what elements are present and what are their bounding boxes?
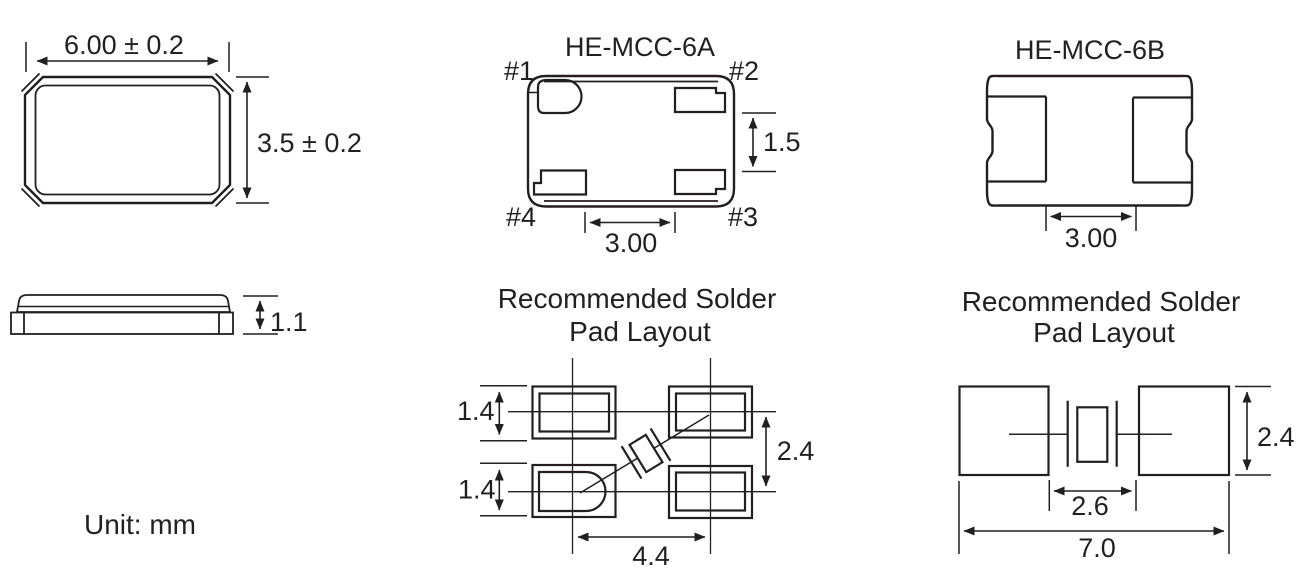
mcc6a-pad1-dshape [536,78,583,115]
crystal-symbol-plates-6b [1066,400,1118,467]
he-mcc-6b-view: HE-MCC-6B 3.00 [985,35,1194,253]
unit-note: Unit: mm [84,509,196,540]
top-view-height-dimension-label: 3.5 ± 0.2 [257,128,362,158]
mcc6b-right-pad [1131,96,1192,184]
solder-pad-topleft-inner [538,392,611,433]
height-extension-lines [236,76,269,204]
he-mcc-6a-view: HE-MCC-6A #1 #2 #3 #4 1.5 3.00 [504,32,801,258]
mcc6a-pin3-label: #3 [728,202,758,232]
mcc6b-pad-gap-ticks [1048,480,1137,511]
column-pitch-label: 4.4 [632,541,670,571]
mcc6b-pad-gap-label: 2.6 [1071,491,1109,521]
pad-height-bottom-extension-lines [480,462,527,517]
mcc6a-pad3 [673,168,727,196]
mcc6b-left-pad [987,95,1048,183]
pad-height-top-extension-lines [480,384,527,442]
mcc6a-pin1-label: #1 [504,56,534,86]
mcc6a-package-outline [526,74,736,208]
package-top-view: 6.00 ± 0.2 3.5 ± 0.2 [20,30,362,208]
mcc6b-pad-height-extension-lines [1235,385,1271,476]
crystal-symbol-plates [620,427,672,480]
width-extension-lines [25,42,230,72]
mcc6b-gap-ticks [1045,206,1137,231]
mcc6a-solder-title-line2: Pad Layout [569,316,711,347]
row-pitch-label: 2.4 [777,436,815,466]
solder-pad-topright-outer [667,385,754,439]
mcc6a-solder-title-line1: Recommended Solder [498,283,777,314]
solder-pad-height-top-label: 1.4 [457,396,495,426]
mcc6b-solder-title-line2: Pad Layout [1033,317,1175,348]
thickness-extension-lines [243,295,278,335]
solder-pad-topright-inner [674,392,747,432]
mcc6a-pitch-label: 3.00 [605,228,658,258]
crystal-symbol-body-6b [1076,406,1109,463]
solder-pad-bottomright-outer [667,464,754,520]
mcc6b-solder-pad-left [958,385,1050,477]
mcc6b-overall-width-ticks [958,481,1230,554]
mcc6a-pad-width-extension-lines [742,112,776,173]
solder-pad-bottomright-inner [674,471,747,512]
solder-pad-topleft-outer [531,385,617,440]
package-body-outline [23,75,232,205]
mcc6a-pitch-ticks [584,212,676,233]
crystal-symbol-body [628,433,664,474]
mcc6a-pin2-label: #2 [729,56,759,86]
mcc6b-solder-pad-layout: Recommended Solder Pad Layout 2.4 2.6 7.… [958,286,1295,563]
crystal-schematic-symbol [620,427,672,480]
mcc6a-pad4 [532,169,588,196]
package-side-view: 1.1 [10,294,308,337]
solder-pad-bottomleft-inner-dshape [537,470,607,513]
top-view-width-dimension-label: 6.00 ± 0.2 [64,30,184,60]
side-view-base [10,311,234,335]
mcc6a-pin4-label: #4 [506,202,536,232]
mcc6b-overall-width-label: 7.0 [1078,533,1116,563]
he-mcc-6a-title: HE-MCC-6A [565,32,715,62]
side-view-end-terminals [23,312,220,334]
mcc6a-solder-pad-layout: Recommended Solder Pad Layout 1.4 1.4 2.… [457,283,814,571]
solder-pad-height-bottom-label: 1.4 [458,475,496,505]
mcc6b-gap-label: 3.00 [1065,223,1118,253]
mcc6a-solder-centerlines [508,358,776,554]
mcc6b-pad-height-label: 2.4 [1257,422,1295,452]
mcc6a-pad-width-label: 1.5 [763,127,801,157]
package-lid-outline [34,84,221,196]
solder-pad-bottomleft-outer [531,463,617,519]
mcc6b-solder-title-line1: Recommended Solder [962,286,1241,317]
mcc6a-inner-edge-lines [544,80,718,202]
side-view-thickness-label: 1.1 [270,307,308,337]
he-mcc-6b-title: HE-MCC-6B [1015,35,1165,65]
mcc6b-package-outline [985,74,1194,207]
side-view-lid [15,294,232,313]
corner-chamfer-marks [20,72,235,208]
mcc6a-pad2 [673,86,727,114]
mcc6b-solder-pad-right [1137,385,1231,477]
